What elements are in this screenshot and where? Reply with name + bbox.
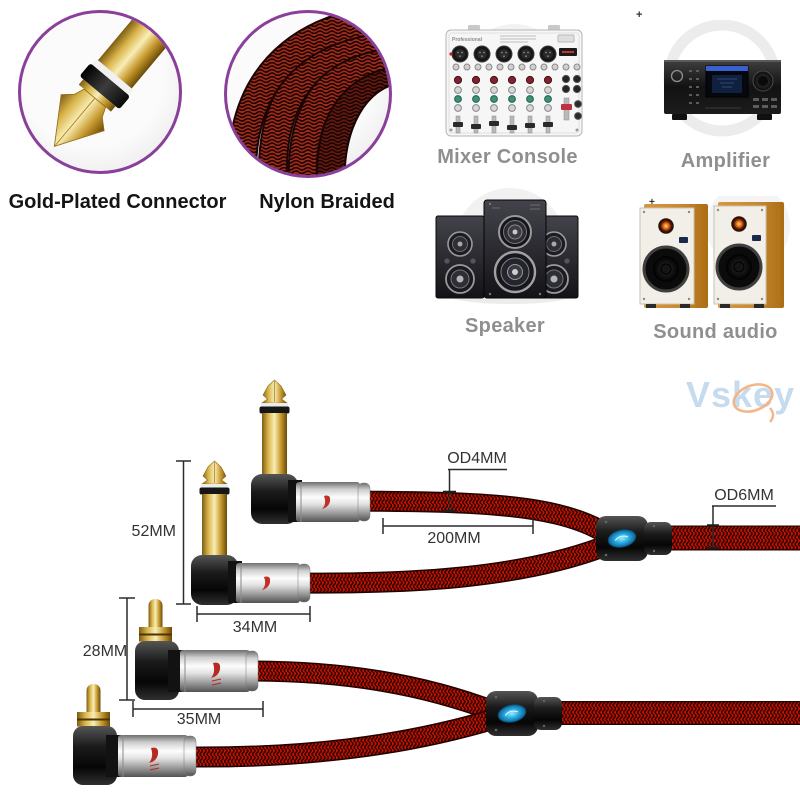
top-y-junction [595, 515, 673, 562]
measurement-200mm: 200MM [427, 530, 481, 547]
mixer-console-illustration: Professional [445, 24, 583, 137]
bottom-y-junction [485, 690, 563, 737]
speaker-illustration [435, 188, 579, 304]
feature-circle-gold-connector [18, 10, 182, 174]
device-label-mixer-console: Mixer Console [437, 146, 578, 168]
device-label-sound-audio: Sound audio [653, 321, 778, 343]
gold-plug-icon [53, 13, 179, 147]
braided-cables [187, 490, 800, 768]
wooden-speakers-illustration [639, 184, 790, 308]
feature-label-gold-connector: Gold-Plated Connector [8, 191, 227, 213]
device-speaker [422, 188, 592, 315]
measurement-od4mm: OD4MM [447, 450, 507, 467]
device-amplifier [645, 19, 800, 150]
device-mixer: Professional [438, 24, 590, 147]
device-sound-audio [628, 184, 792, 319]
measurement-35mm: 35MM [176, 711, 222, 728]
measurement-od6mm: OD6MM [714, 487, 774, 504]
device-label-amplifier: Amplifier [680, 150, 771, 172]
brand-watermark: Vskey [686, 374, 796, 415]
dimension-lines [119, 460, 776, 717]
measurement-52mm: 52MM [131, 523, 176, 540]
od-tick-marks [443, 490, 719, 550]
stray-mark: + [649, 197, 655, 208]
measurement-28mm: 28MM [82, 643, 128, 660]
braided-cable-icon [227, 13, 389, 175]
watermark-swirl-icon [732, 383, 775, 423]
feature-circle-nylon-braid [224, 10, 392, 178]
stray-mark: + [636, 9, 643, 21]
feature-label-nylon-braided: Nylon Braided [259, 191, 395, 213]
quarter-inch-plug-upper [250, 379, 371, 525]
measurement-34mm: 34MM [232, 619, 278, 636]
mixer-brand-text: Professional [452, 37, 483, 43]
amplifier-illustration [663, 19, 781, 137]
device-label-speaker: Speaker [465, 315, 545, 337]
rca-plug-lower [72, 683, 197, 786]
